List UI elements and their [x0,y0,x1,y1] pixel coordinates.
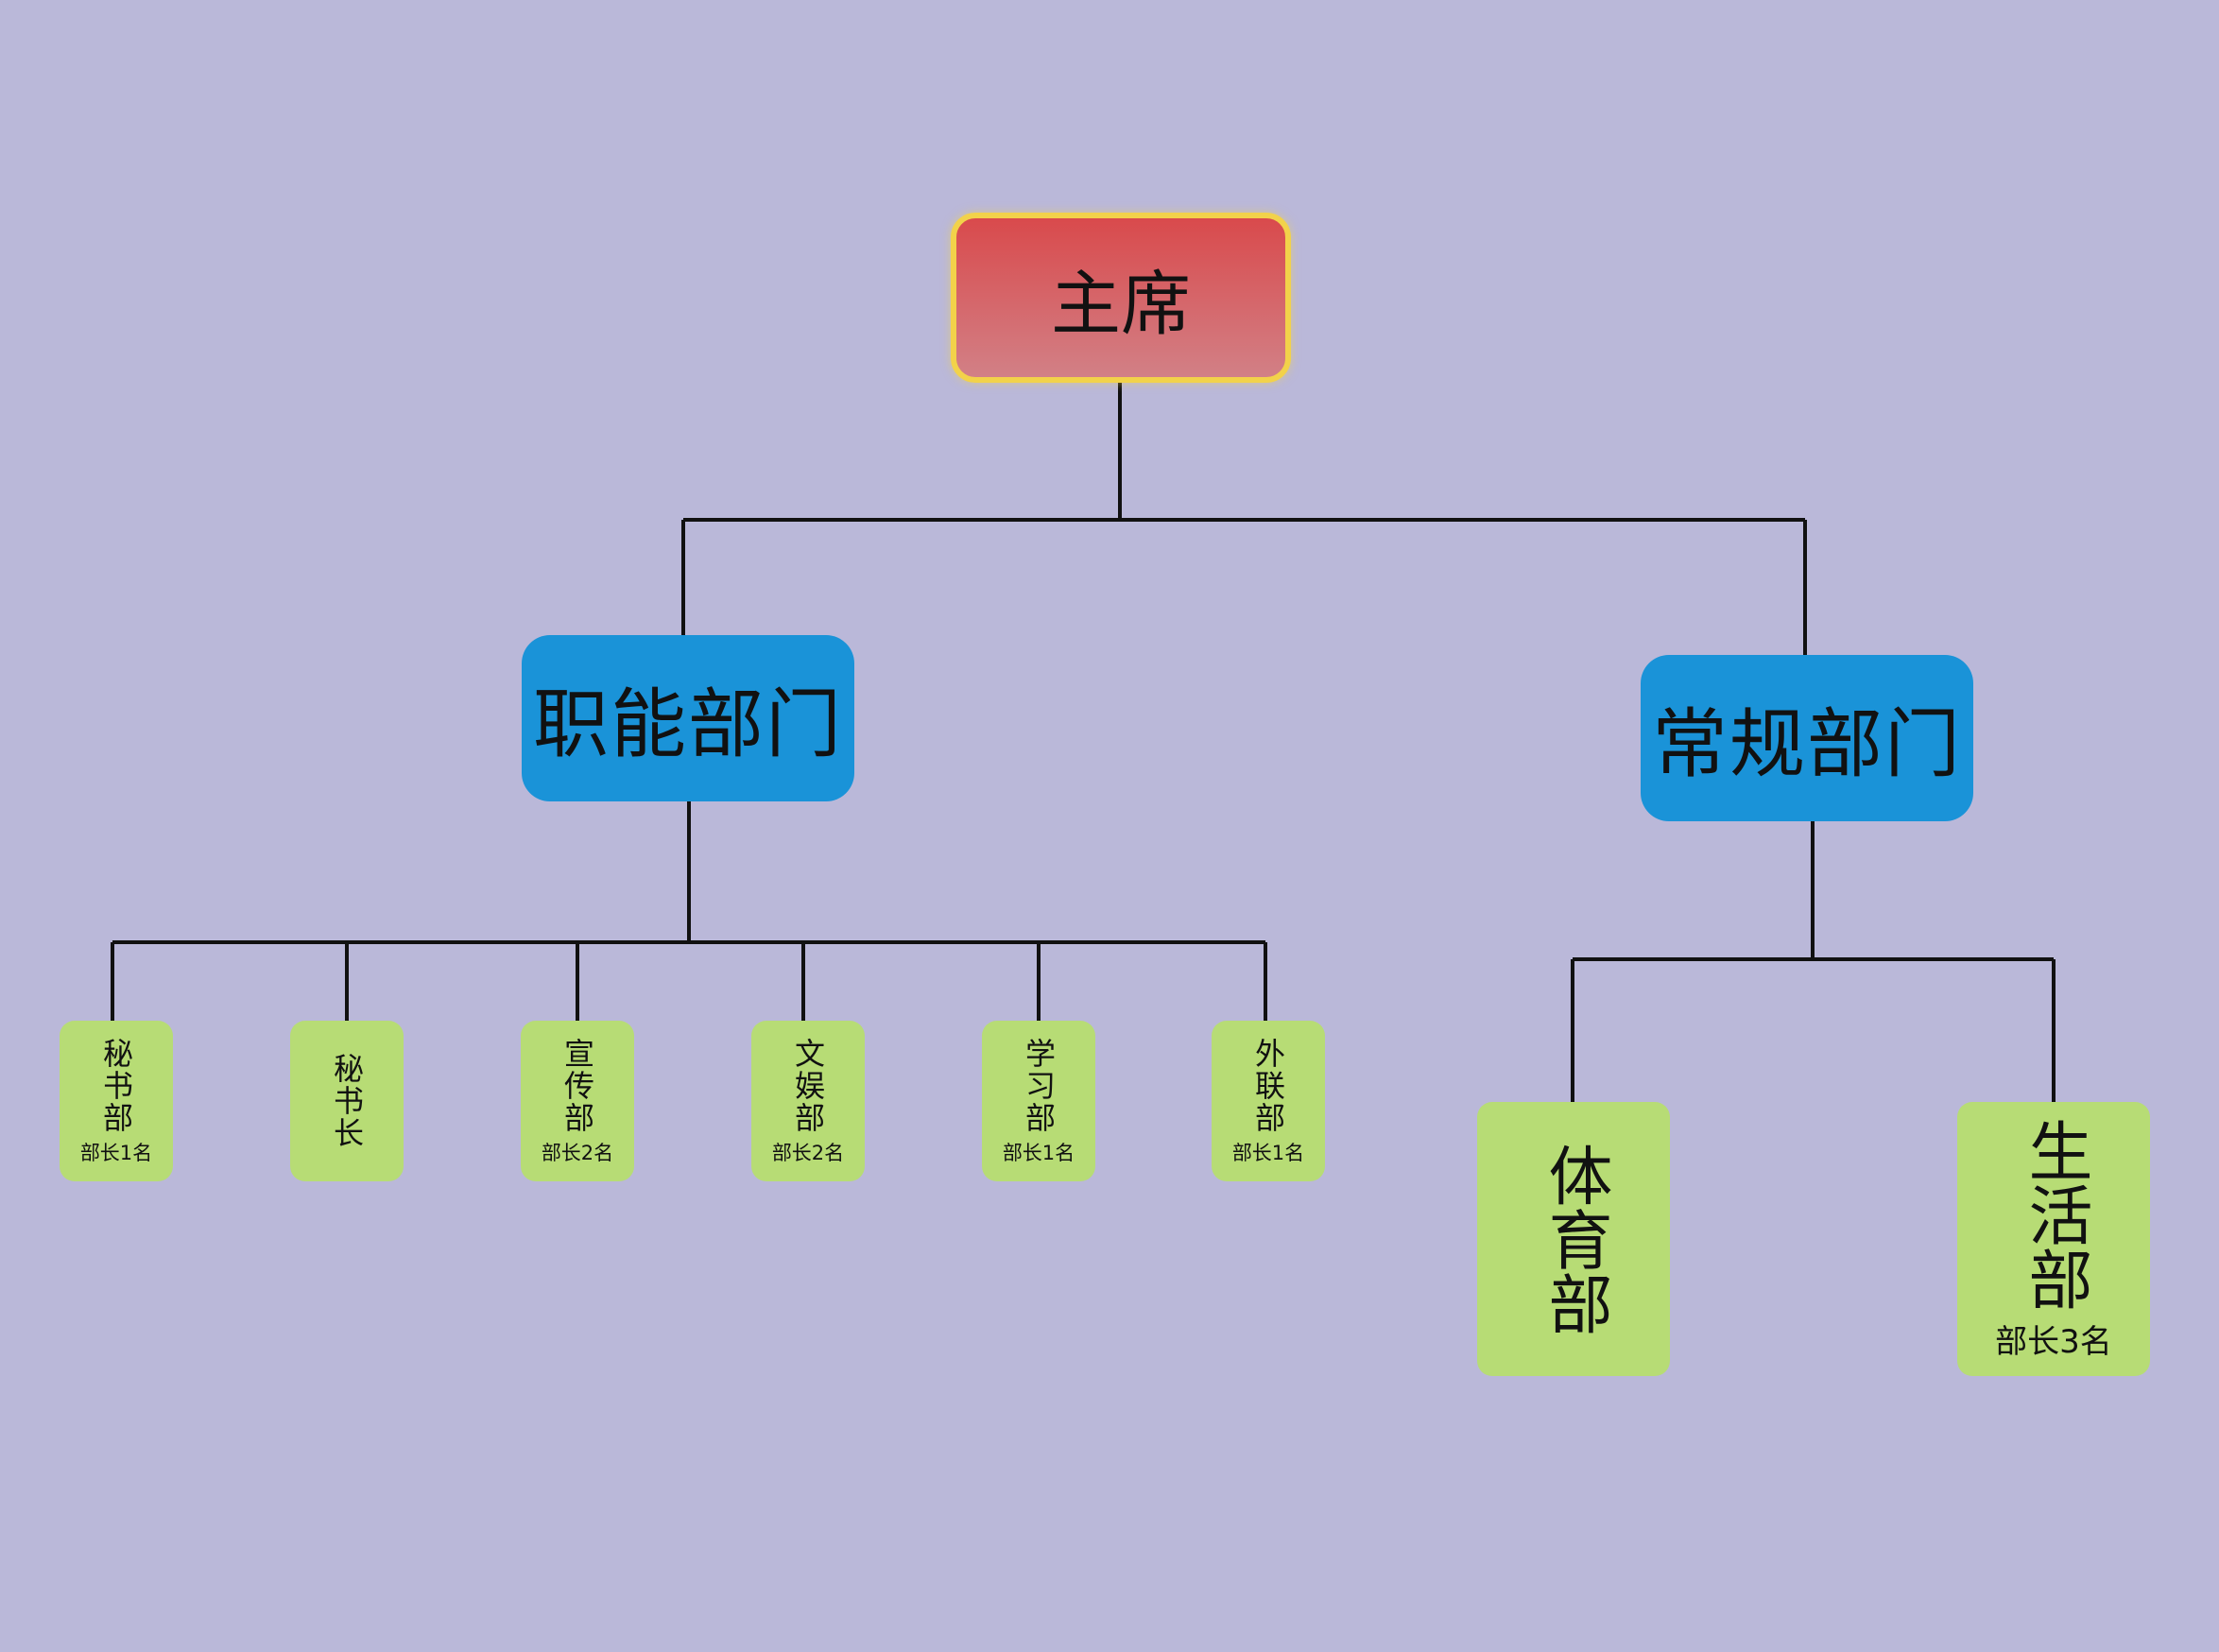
node-head-count: 部长1名 [1002,1142,1075,1164]
node-functional-departments: 职能部门 [522,635,854,801]
node-label: 秘书部 [98,1038,134,1134]
node-sports: 体育部 [1477,1102,1670,1376]
node-head-count: 部长1名 [79,1142,153,1164]
node-life: 生活部 部长3名 [1957,1102,2150,1376]
node-secretary-general: 秘书长 [290,1021,404,1181]
node-head-count: 部长2名 [771,1142,845,1164]
node-label: 学习部 [1021,1038,1057,1134]
node-study: 学习部 部长1名 [982,1021,1095,1181]
node-label: 文娱部 [790,1038,826,1134]
node-head-count: 部长1名 [1231,1142,1305,1164]
node-head-count: 部长3名 [1995,1323,2112,1361]
node-label: 外联部 [1250,1038,1286,1134]
node-chairman-label: 主席 [1051,263,1191,345]
node-external-relations: 外联部 部长1名 [1212,1021,1325,1181]
node-chairman: 主席 [951,213,1291,383]
node-publicity: 宣传部 部长2名 [521,1021,634,1181]
node-head-count: 部长2名 [541,1142,614,1164]
node-functional-departments-label: 职能部门 [533,680,843,768]
node-label: 体育部 [1537,1143,1611,1335]
node-label: 秘书长 [329,1053,365,1149]
node-regular-departments-label: 常规部门 [1652,700,1962,788]
node-label: 生活部 [2017,1118,2091,1311]
node-secretariat: 秘书部 部长1名 [60,1021,173,1181]
node-regular-departments: 常规部门 [1641,655,1973,821]
node-entertainment: 文娱部 部长2名 [751,1021,865,1181]
node-label: 宣传部 [559,1038,595,1134]
